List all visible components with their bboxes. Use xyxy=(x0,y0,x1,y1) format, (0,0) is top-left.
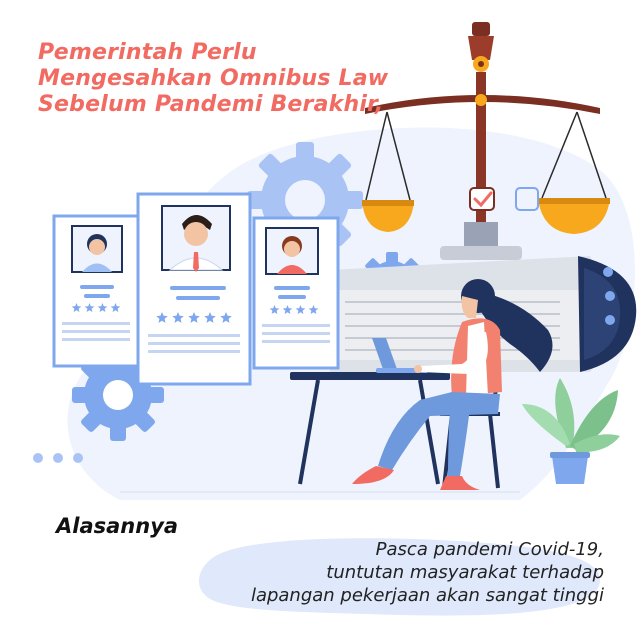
star-icon xyxy=(97,303,108,312)
section-label: Alasannya xyxy=(56,514,179,538)
headline-line: Pemerintah Perlu xyxy=(38,40,257,65)
reason-line: Pasca pandemi Covid-19, xyxy=(375,539,604,560)
star-icon xyxy=(204,312,216,323)
headline: Pemerintah Perlu Mengesahkan Omnibus Law… xyxy=(38,40,388,118)
pagination-dots xyxy=(33,453,83,463)
candidate-card xyxy=(136,192,252,386)
star-icon xyxy=(295,305,306,314)
plant-icon xyxy=(522,378,620,484)
star-icon xyxy=(188,312,200,323)
headline-line: Sebelum Pandemi Berakhir, xyxy=(38,92,384,117)
ratings xyxy=(71,303,319,323)
card-text-lines xyxy=(62,322,330,353)
candidate-card xyxy=(252,216,340,370)
checkbox-empty-icon xyxy=(515,187,539,211)
reason-text: Pasca pandemi Covid-19, tuntutan masyara… xyxy=(251,538,604,607)
star-icon xyxy=(110,303,121,312)
desk xyxy=(290,372,450,485)
star-icon xyxy=(156,312,168,323)
caption-blob xyxy=(198,538,600,616)
star-icon xyxy=(84,303,95,312)
checkbox-checked-icon xyxy=(469,187,495,211)
candidate-card xyxy=(52,214,140,368)
star-icon xyxy=(308,305,319,314)
reason-line: tuntutan masyarakat terhadap xyxy=(326,562,604,583)
scale-icon xyxy=(362,22,610,260)
star-icon xyxy=(71,303,82,312)
star-icon xyxy=(269,305,280,314)
star-icon xyxy=(282,305,293,314)
headline-line: Mengesahkan Omnibus Law xyxy=(38,66,389,91)
reason-line: lapangan pekerjaan akan sangat tinggi xyxy=(250,585,604,606)
person-working xyxy=(352,279,553,490)
star-icon xyxy=(220,312,232,323)
star-icon xyxy=(172,312,184,323)
